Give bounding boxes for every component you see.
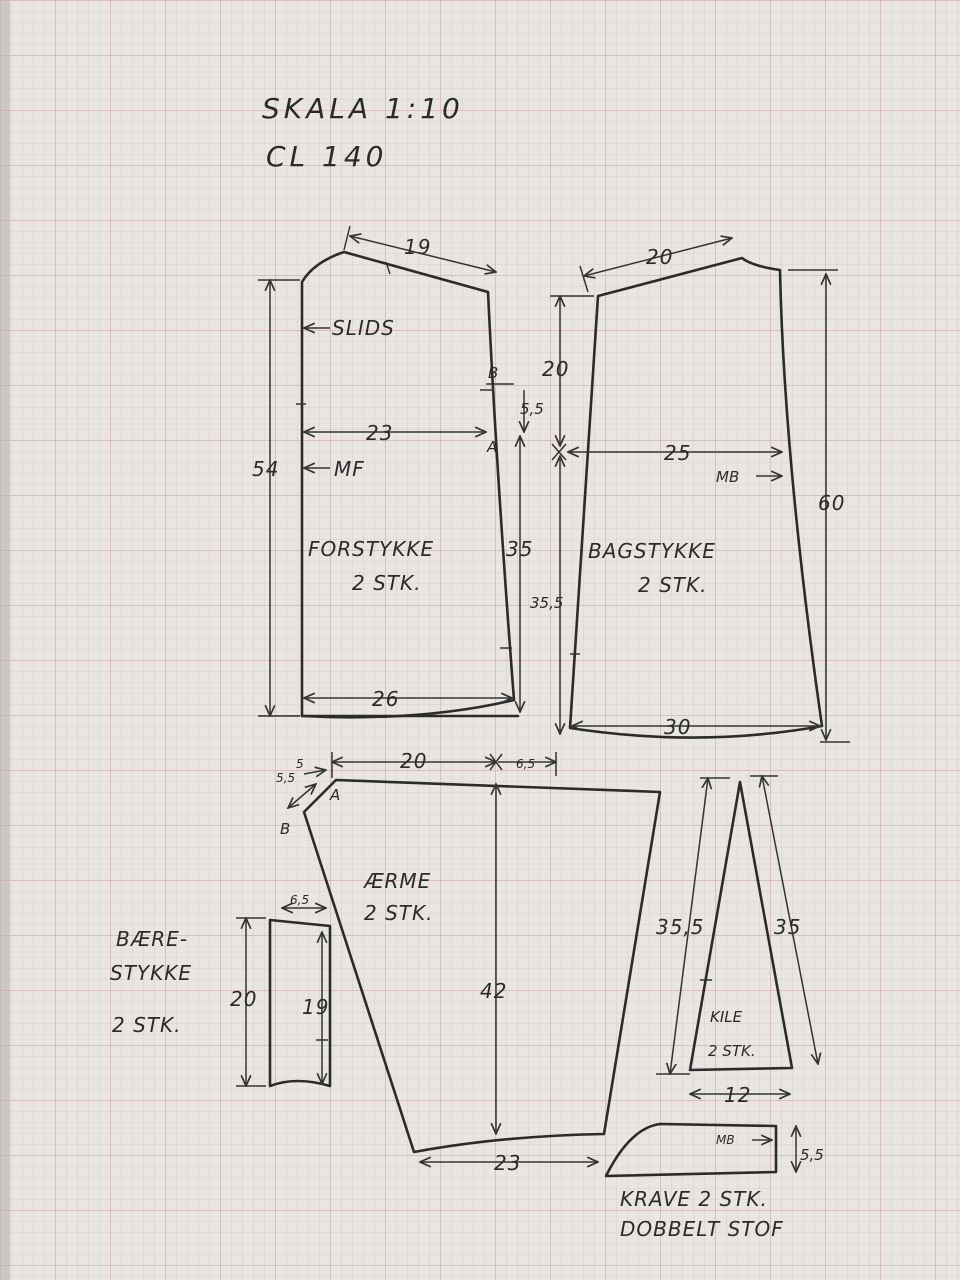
kile-left: 35,5	[656, 915, 705, 939]
bagstykke-mb: MB	[716, 468, 739, 486]
kile-base: 12	[724, 1083, 751, 1107]
bagstykke-upper: 20	[542, 357, 569, 381]
forstykke-point-a: A	[486, 438, 497, 456]
kile-right: 35	[774, 915, 801, 939]
forstykke-height: 54	[252, 457, 279, 481]
size-label: CL 140	[266, 140, 388, 173]
scale-label: SKALA 1:10	[262, 92, 464, 125]
krave-note: DOBBELT STOF	[620, 1217, 784, 1241]
baerestykke-qty: 2 STK.	[112, 1013, 181, 1037]
krave-name: KRAVE 2 STK.	[620, 1187, 768, 1211]
aerme-notch-2: 5,5	[276, 771, 295, 785]
krave-mb: MB	[716, 1133, 735, 1147]
aerme-point-b: B	[280, 820, 290, 838]
baerestykke-piece: 6,5 20 19 BÆRE- STYKKE 2 STK.	[110, 893, 332, 1088]
forstykke-hem: 26	[372, 687, 399, 711]
baerestykke-width: 6,5	[290, 893, 309, 907]
bagstykke-qty: 2 STK.	[638, 573, 707, 597]
aerme-qty: 2 STK.	[364, 901, 433, 925]
krave-height: 5,5	[800, 1146, 824, 1164]
aerme-cap: 6,5	[516, 757, 535, 771]
forstykke-qty: 2 STK.	[352, 571, 421, 595]
forstykke-slids: SLIDS	[332, 316, 395, 340]
aerme-point-a: A	[329, 786, 340, 804]
aerme-length: 42	[480, 979, 507, 1003]
krave-piece: MB 5,5 KRAVE 2 STK. DOBBELT STOF	[604, 1122, 824, 1241]
forstykke-name: FORSTYKKE	[308, 537, 434, 561]
aerme-piece: 20 6,5 5 5,5 A B 42 23 ÆRME 2 STK.	[276, 749, 662, 1175]
forstykke-side-length: 35	[506, 537, 533, 561]
bagstykke-lower: 35,5	[530, 594, 563, 612]
forstykke-ab-distance: 5,5	[520, 400, 544, 418]
page-shadow	[0, 0, 10, 1280]
forstykke-mf: MF	[334, 457, 365, 481]
bagstykke-height: 60	[818, 491, 845, 515]
baerestykke-outer: 20	[230, 987, 257, 1011]
kile-qty: 2 STK.	[708, 1042, 756, 1060]
kile-name: KILE	[710, 1008, 743, 1026]
aerme-top-width: 20	[400, 749, 427, 773]
bagstykke-piece: 20 20 25 MB 35,5 60 30 BAGSTYKKE 2 STK.	[530, 238, 850, 743]
aerme-notch-1: 5	[296, 757, 304, 771]
baerestykke-inner: 19	[302, 995, 329, 1019]
kile-piece: 35,5 35 12 KILE 2 STK.	[656, 776, 818, 1107]
forstykke-width: 23	[366, 421, 393, 445]
aerme-cuff: 23	[494, 1151, 521, 1175]
bagstykke-shoulder: 20	[646, 245, 673, 269]
forstykke-piece: 19 SLIDS 54 MF 23 B A 5,5 35 26 FORSTYKK…	[252, 225, 544, 719]
bagstykke-width: 25	[664, 441, 691, 465]
baerestykke-name-2: STYKKE	[110, 961, 192, 985]
forstykke-point-b: B	[488, 364, 498, 382]
bagstykke-hem: 30	[664, 715, 691, 739]
baerestykke-name-1: BÆRE-	[116, 927, 188, 951]
bagstykke-name: BAGSTYKKE	[588, 539, 716, 563]
aerme-name: ÆRME	[363, 869, 431, 893]
forstykke-shoulder: 19	[404, 235, 431, 259]
